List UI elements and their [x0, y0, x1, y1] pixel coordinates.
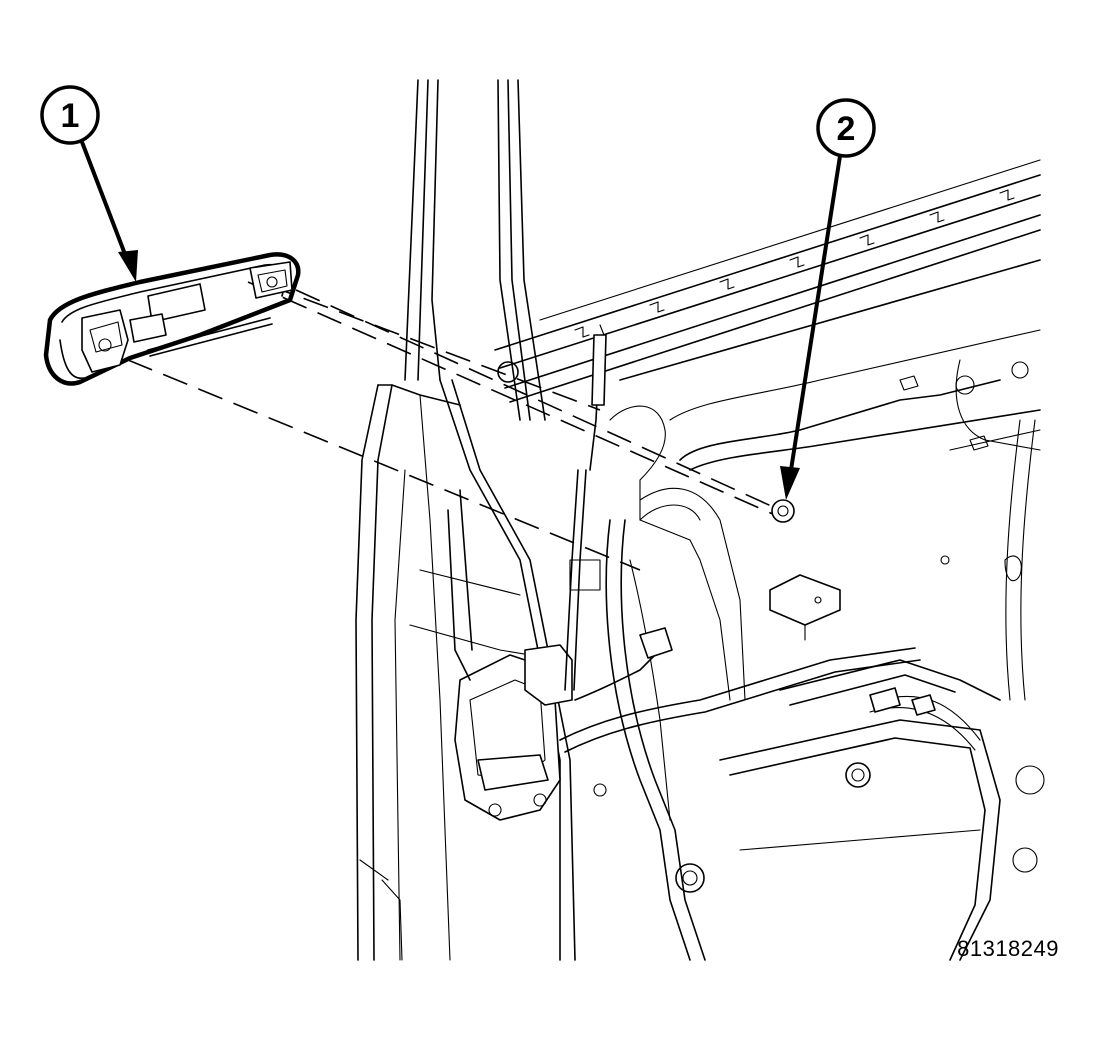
door-frame [355, 79, 576, 961]
callout-2: 2 [780, 98, 876, 500]
inner-door-panel [605, 259, 1045, 961]
callout-2-leader [789, 155, 842, 471]
latch-assembly [447, 324, 981, 821]
callout-2-circle [816, 98, 876, 158]
callout-1-label: 1 [61, 97, 80, 135]
callout-2-label: 2 [837, 110, 856, 148]
callout-1-leader [80, 141, 130, 263]
callout-1-arrowhead [118, 250, 138, 282]
callout-1-circle [40, 85, 100, 145]
figure-reference-number: 81318249 [957, 936, 1059, 961]
callout-2-arrowhead [780, 466, 800, 500]
handle-mounting-nut [771, 499, 795, 523]
alignment-lines [127, 281, 781, 571]
exterior-door-handle [43, 252, 301, 386]
callout-1: 1 [40, 85, 138, 282]
